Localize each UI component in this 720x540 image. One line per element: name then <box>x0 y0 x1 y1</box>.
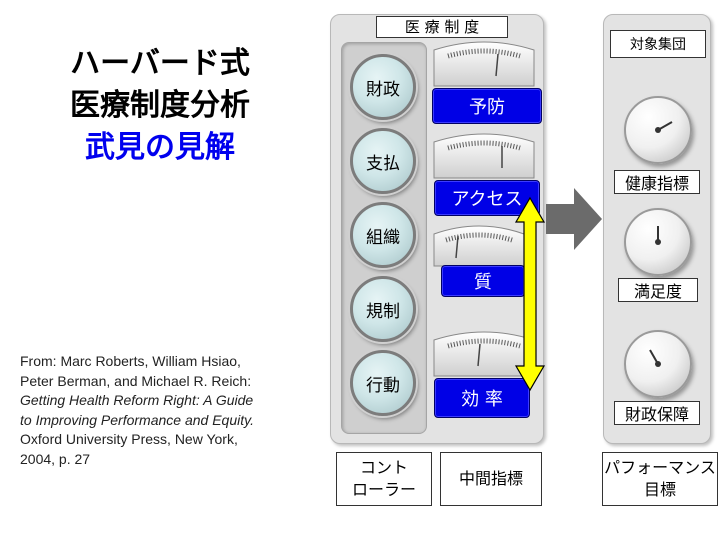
source-citation: From: Marc Roberts, William Hsiao, Peter… <box>20 352 320 469</box>
source-book-title: Getting Health Reform Right: A Guide <box>20 392 254 408</box>
title-line-3: 武見の見解 <box>85 130 235 165</box>
indicator-efficiency: 効 率 <box>434 378 530 418</box>
note-controller: コント ローラー <box>336 452 432 506</box>
meter-access <box>433 133 535 179</box>
dial-needle-icon <box>655 226 661 245</box>
indicator-quality: 質 <box>441 265 525 297</box>
double-arrow-icon <box>514 196 546 392</box>
note-controller-line: コント <box>359 458 408 477</box>
knob-payment: 支払 <box>350 128 416 194</box>
knob-organization: 組織 <box>350 202 416 268</box>
dial-satisfaction <box>624 208 692 276</box>
note-performance: パフォーマンス 目標 <box>602 452 718 506</box>
title-line-2: 医療制度分析 <box>70 88 250 123</box>
note-performance-line: 目標 <box>643 480 676 499</box>
source-line: Oxford University Press, New York, <box>20 431 238 447</box>
dial-needle-icon <box>655 121 673 133</box>
big-right-arrow-icon <box>546 188 602 250</box>
note-intermediate: 中間指標 <box>440 452 542 506</box>
dial-needle-icon <box>649 349 661 367</box>
source-line: 2004, p. 27 <box>20 450 91 467</box>
title-line-1: ハーバード式 <box>70 46 250 81</box>
source-line: From: Marc Roberts, William Hsiao, <box>20 353 241 369</box>
meter-efficiency <box>433 331 535 377</box>
meter-prevention <box>433 41 535 87</box>
knob-regulation: 規制 <box>350 276 416 342</box>
knob-finance: 財政 <box>350 54 416 120</box>
outcome-financial-protection: 財政保障 <box>614 401 700 425</box>
meter-gauges <box>433 41 535 377</box>
dial-financial-protection <box>624 330 692 398</box>
knob-behavior: 行動 <box>350 350 416 416</box>
note-performance-line: パフォーマンス <box>604 458 716 477</box>
meter-quality <box>433 225 525 267</box>
source-line: Peter Berman, and Michael R. Reich: <box>20 372 252 389</box>
source-book-title: to Improving Performance and Equity. <box>20 411 254 428</box>
note-controller-line: ローラー <box>351 480 416 499</box>
indicator-prevention: 予防 <box>432 88 542 124</box>
health-system-label: 医 療 制 度 <box>376 16 508 38</box>
dial-health-indicator <box>624 96 692 164</box>
target-population-label: 対象集団 <box>610 30 706 58</box>
outcome-satisfaction: 満足度 <box>618 278 698 302</box>
outcome-health-indicator: 健康指標 <box>614 170 700 194</box>
